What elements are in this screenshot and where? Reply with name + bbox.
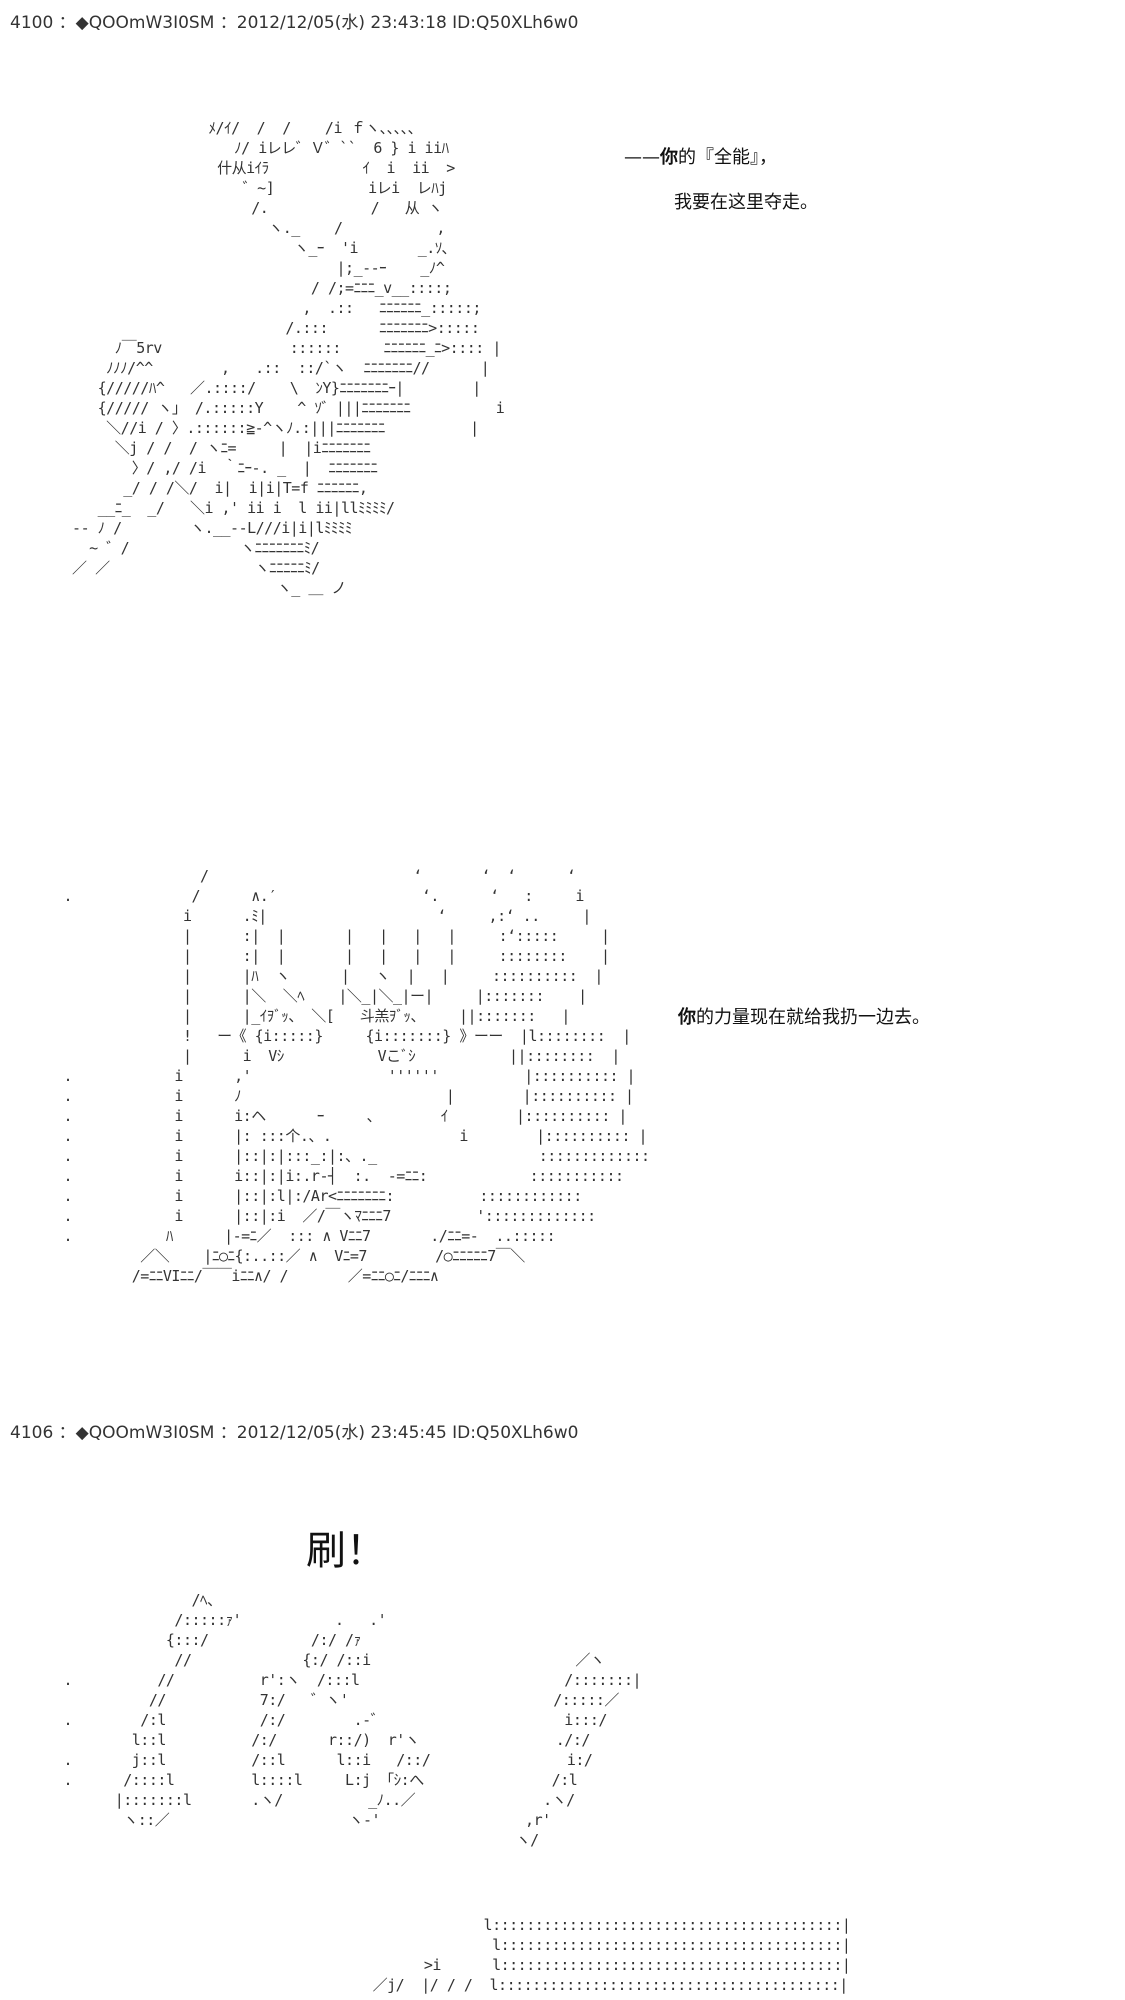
- dialogue-line: 我要在这里夺走。: [674, 188, 818, 214]
- post-header-4106: 4106 ：◆QOOmW3I0SM ：2012/12/05(水) 23:45:4…: [10, 1423, 579, 1443]
- ascii-art-bottom-blade: l:::::::::::::::::::::::::::::::::::::::…: [372, 1916, 851, 1994]
- dialogue-suffix: 的力量现在就给我扔一边去。: [696, 1007, 930, 1028]
- ascii-art-seated-figure: ﾒ/ｲ/ / / /i ｆヽ、、、、、 ﾉ/ iレレ゛Ｖ゛`` 6 } i ii…: [72, 119, 505, 597]
- dialogue-line: 你的力量现在就给我扔一边去。: [678, 1003, 930, 1029]
- dialogue-line: ——你的『全能』，: [624, 143, 777, 169]
- dialogue-bold: 你: [660, 147, 678, 168]
- dialogue-suffix: 的『全能』，: [678, 147, 777, 168]
- ascii-art-shadowed-face: / ‘ ‘ ‘ ‘ . / ∧.′ ‘. ‘ : i i .ﾐ| ‘ ,:‘ .…: [63, 867, 651, 1285]
- dialogue-prefix: ——: [624, 147, 660, 168]
- sound-effect: 刷！: [306, 1528, 386, 1574]
- ascii-art-slash-streaks: /ﾍ、 /:::::ｧ' . .' {:::/ /:/ /ｧ // {:/ /:…: [63, 1591, 642, 1849]
- dialogue-bold: 你: [678, 1007, 696, 1028]
- post-header-4100: 4100 ：◆QOOmW3I0SM ：2012/12/05(水) 23:43:1…: [10, 13, 579, 33]
- dialogue-prefix: 我要在这里夺走。: [674, 192, 818, 213]
